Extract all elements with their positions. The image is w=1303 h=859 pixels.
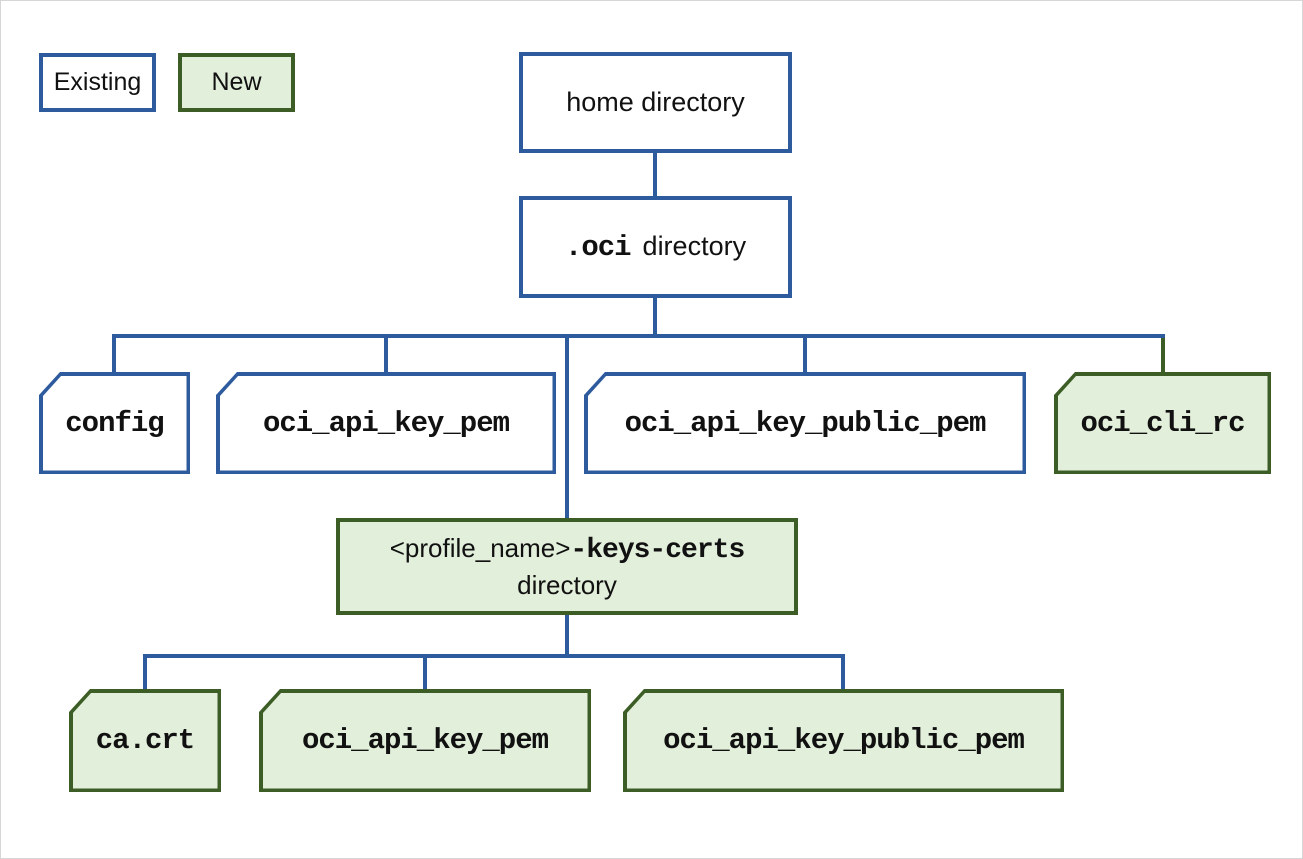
keys-oci-api-key-public-pem-label: oci_api_key_public_pem: [663, 724, 1025, 757]
connector-drop-oci-api-key-pem: [384, 338, 388, 373]
connector-bus-profile-children: [143, 654, 845, 658]
keys-oci-api-key-pem-label: oci_api_key_pem: [301, 724, 549, 757]
oci-api-key-public-pem-label: oci_api_key_public_pem: [624, 406, 987, 440]
node-ca-crt: ca.crt: [69, 689, 221, 792]
node-keys-oci-api-key-public-pem: oci_api_key_public_pem: [623, 689, 1064, 792]
profile-keys-certs-line1: <profile_name>-keys-certs: [389, 532, 746, 569]
config-label: config: [65, 406, 164, 440]
home-directory-label: home directory: [566, 87, 745, 117]
connector-oci-to-bus: [653, 298, 657, 335]
file-shape-fill: [626, 692, 1061, 789]
connector-drop-ca-crt: [143, 658, 147, 690]
oci-cli-rc-label: oci_cli_rc: [1080, 406, 1245, 440]
connector-drop-oci-api-key-public-pem: [803, 338, 807, 373]
connector-drop-keys-oci-api-key-pem: [423, 658, 427, 690]
file-shape-fill: [219, 375, 553, 471]
connector-bus-oci-children: [112, 334, 1165, 338]
profile-name-placeholder: <profile_name>: [389, 533, 571, 563]
connector-profile-to-bus: [565, 614, 569, 655]
ca-crt-label: ca.crt: [95, 724, 195, 757]
legend-new-box: New: [178, 53, 295, 112]
file-shape-fill: [587, 375, 1023, 471]
legend-existing-label: Existing: [53, 68, 142, 96]
node-home-directory: home directory: [519, 52, 792, 153]
connector-drop-oci-cli-rc: [1161, 338, 1165, 373]
node-profile-keys-certs-directory: <profile_name>-keys-certs directory: [336, 518, 798, 615]
oci-directory-code: .oci: [564, 230, 632, 264]
oci-directory-label: .oci directory: [565, 231, 746, 264]
connector-drop-config: [112, 338, 116, 373]
profile-keys-certs-line2: directory: [517, 570, 617, 600]
node-keys-oci-api-key-pem: oci_api_key_pem: [259, 689, 591, 792]
file-shape-fill: [1057, 375, 1268, 471]
connector-home-to-oci: [653, 153, 657, 197]
oci-api-key-pem-label: oci_api_key_pem: [262, 406, 510, 440]
profile-keys-certs-label: <profile_name>-keys-certs directory: [389, 532, 746, 601]
file-shape-fill: [262, 692, 588, 789]
connector-drop-keys-oci-api-key-public-pem: [841, 658, 845, 690]
node-oci-cli-rc: oci_cli_rc: [1054, 372, 1271, 474]
legend-existing-box: Existing: [39, 53, 156, 112]
node-oci-directory: .oci directory: [519, 196, 792, 298]
oci-directory-suffix: directory: [642, 230, 747, 261]
connector-drop-profile-keys-certs: [565, 338, 569, 519]
node-config: config: [39, 372, 190, 474]
file-shape-fill: [42, 375, 187, 471]
legend-new-label: New: [211, 68, 262, 96]
file-shape-fill: [72, 692, 218, 789]
keys-certs-code: -keys-certs: [570, 535, 745, 566]
node-oci-api-key-public-pem: oci_api_key_public_pem: [584, 372, 1026, 474]
node-oci-api-key-pem: oci_api_key_pem: [216, 372, 556, 474]
